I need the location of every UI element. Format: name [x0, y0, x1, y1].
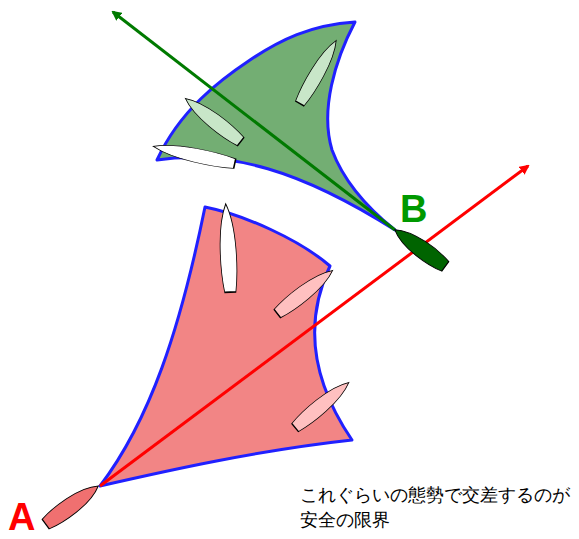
boat-label: A [8, 498, 35, 536]
ghost-boat [152, 37, 342, 171]
boat-a [41, 479, 104, 531]
boat-label: B [400, 190, 427, 228]
note-text: これぐらいの態勢で交差するのが安全の限界 [300, 482, 570, 532]
ghost-boat [218, 203, 354, 433]
boat-b [390, 223, 450, 273]
green-region [157, 22, 395, 230]
course-arrow [113, 12, 395, 230]
course-arrow [100, 166, 528, 486]
